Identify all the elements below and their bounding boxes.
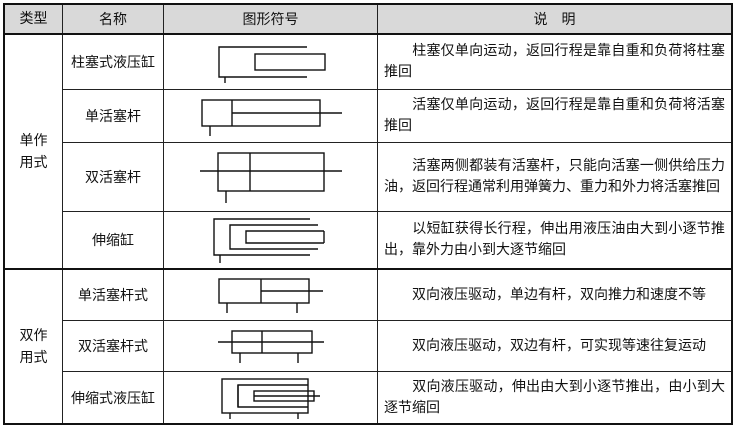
group-label: 双作 用式 (19, 327, 48, 366)
row-name: 单活塞杆 (62, 89, 164, 143)
group-single-acting: 单作 用式 (3, 33, 63, 270)
plunger-cylinder-symbol (217, 46, 326, 83)
telescopic-single-acting-symbol (212, 218, 325, 263)
table-row: 双活塞杆式 双向液压驱动，双边有杆，可实现等速往复运动 (4, 320, 733, 372)
group-double-acting: 双作 用式 (3, 268, 63, 425)
header-name: 名称 (62, 3, 164, 35)
symbol-cell (163, 371, 378, 425)
symbol-cell (163, 89, 378, 143)
row-description: 柱塞仅单向运动，返回行程是靠自重和负荷将柱塞推回 (377, 33, 733, 90)
symbol-cell (163, 268, 378, 321)
table-row: 单作 用式 柱塞式液压缸 柱塞仅单向运动，返回行程是靠自重和负荷将柱塞推回 (3, 33, 733, 270)
double-rod-double-acting-symbol (217, 330, 324, 363)
row-description: 活塞仅单向运动，返回行程是靠自重和负荷将活塞推回 (377, 89, 733, 143)
symbol-cell (163, 320, 378, 372)
single-rod-single-acting-symbol (200, 99, 342, 136)
cylinder-types-table-container: 类型 名称 图形符号 说 明 单作 用式 柱塞式液压缸 柱塞仅单向运动，返回行程… (3, 3, 733, 425)
single-rod-double-acting-symbol (217, 278, 323, 313)
table-header-row: 类型 名称 图形符号 说 明 (3, 3, 733, 35)
symbol-cell (163, 211, 378, 270)
row-description: 以短缸获得长行程，伸出用液压油由大到小逐节推出，靠外力由小到大逐节缩回 (377, 211, 733, 270)
row-name: 双活塞杆式 (62, 320, 164, 372)
table-row: 单活塞杆 活塞仅单向运动，返回行程是靠自重和负荷将活塞推回 (4, 89, 733, 143)
row-description: 双向液压驱动，单边有杆，双向推力和速度不等 (377, 268, 733, 321)
double-rod-single-acting-symbol (199, 152, 342, 203)
row-name: 柱塞式液压缸 (62, 33, 164, 90)
telescopic-double-acting-symbol (220, 377, 320, 419)
row-description: 双向液压驱动，伸出由大到小逐节推出，由小到大逐节缩回 (377, 371, 733, 425)
group-label: 单作 用式 (19, 132, 48, 171)
table-row: 双活塞杆 活塞两侧都装有活塞杆，只能向活塞一侧供给压力油，返回行程通常利用弹簧力… (4, 142, 733, 212)
cylinder-types-table: 类型 名称 图形符号 说 明 单作 用式 柱塞式液压缸 柱塞仅单向运动，返回行程… (3, 3, 733, 425)
row-name: 双活塞杆 (62, 142, 164, 212)
header-description: 说 明 (377, 3, 733, 35)
row-name: 伸缩式液压缸 (62, 371, 164, 425)
header-type: 类型 (3, 3, 63, 35)
row-description: 双向液压驱动，双边有杆，可实现等速往复运动 (377, 320, 733, 372)
row-name: 伸缩缸 (62, 211, 164, 270)
header-symbol: 图形符号 (163, 3, 378, 35)
symbol-cell (163, 33, 378, 90)
row-name: 单活塞杆式 (62, 268, 164, 321)
table-row: 双作 用式 单活塞杆式 双向液压驱动，单边有杆，双向推力和速度不等 (3, 268, 733, 425)
symbol-cell (163, 142, 378, 212)
row-description: 活塞两侧都装有活塞杆，只能向活塞一侧供给压力油，返回行程通常利用弹簧力、重力和外… (377, 142, 733, 212)
table-row: 伸缩缸 以短缸获得长行程，伸出用液压油由大到小逐节推出，靠外力由小到大逐节缩回 (4, 211, 733, 270)
table-row: 伸缩式液压缸 双向液压驱动，伸出由大到小逐节推出，由小到大逐节缩回 (4, 371, 733, 425)
